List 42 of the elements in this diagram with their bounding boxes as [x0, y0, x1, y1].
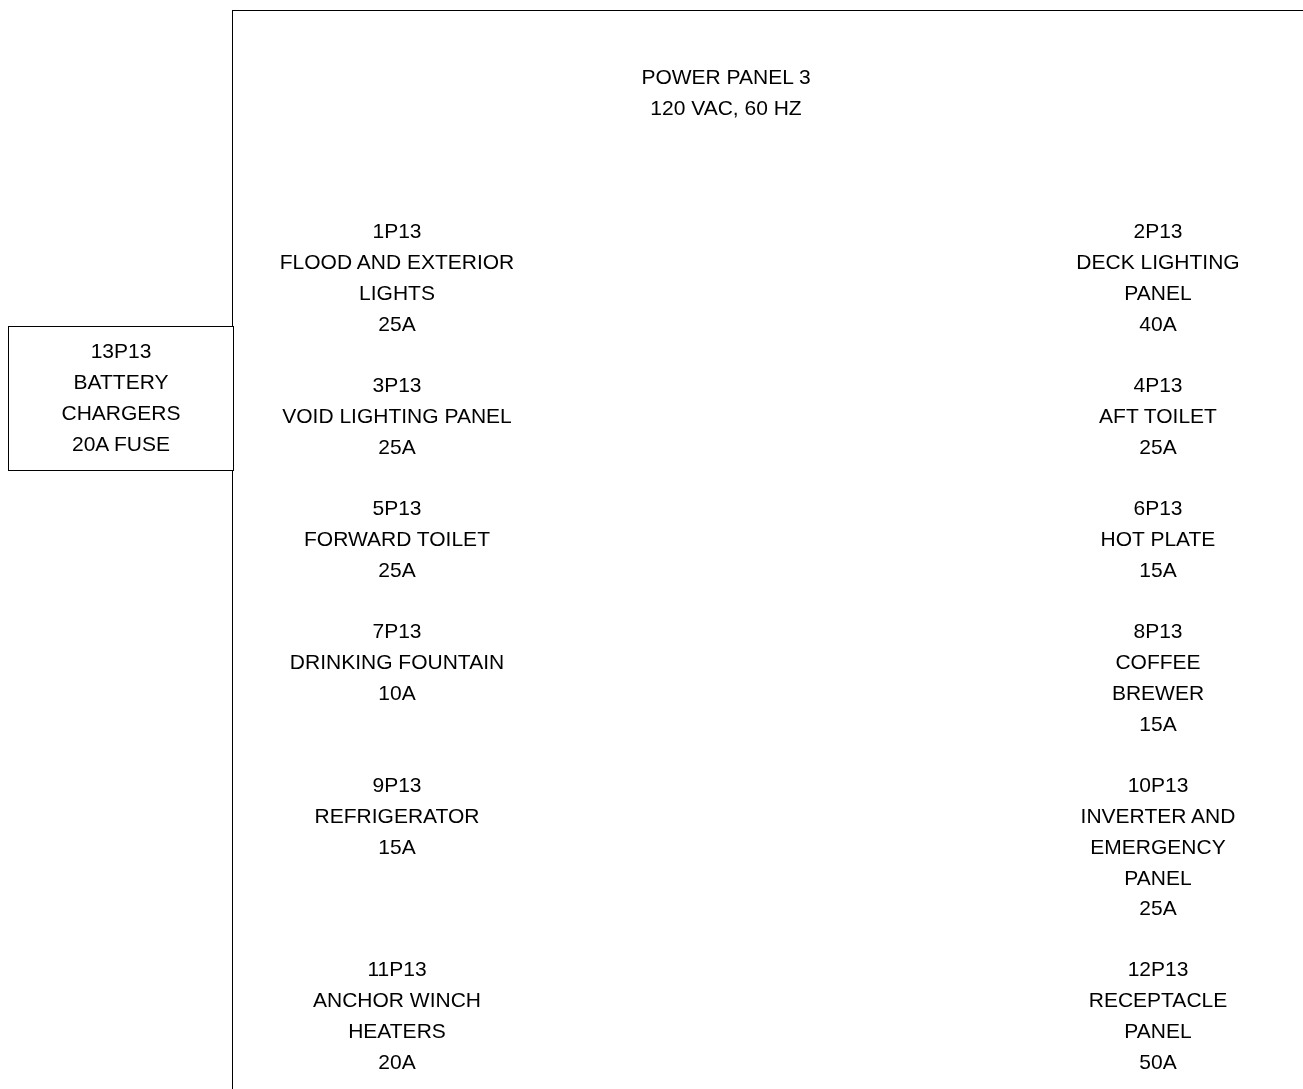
circuit-rating: 25A: [378, 557, 416, 583]
circuit-number: 12P13: [1127, 956, 1189, 982]
circuit-name: RECEPTACLE PANEL: [1087, 987, 1229, 1044]
circuit-name: BATTERY CHARGERS: [60, 369, 182, 426]
circuit-name: COFFEE BREWER: [1110, 649, 1206, 706]
circuit-rating: 15A: [1139, 557, 1177, 583]
circuit-rating: 15A: [1139, 711, 1177, 737]
panel-title: POWER PANEL 3: [640, 64, 812, 90]
circuit-name: VOID LIGHTING PANEL: [282, 403, 512, 429]
circuit-name: AFT TOILET: [1099, 403, 1217, 429]
circuit-rating: 20A FUSE: [71, 431, 171, 457]
circuit-number: 11P13: [367, 956, 427, 982]
circuit-name: ANCHOR WINCH HEATERS: [312, 987, 482, 1044]
circuit-number: 4P13: [1133, 372, 1183, 398]
circuit-rating: 50A: [1139, 1049, 1177, 1075]
circuit-name: DRINKING FOUNTAIN: [289, 649, 505, 675]
circuit-box: [8, 326, 234, 471]
circuit-number: 8P13: [1133, 618, 1183, 644]
circuit-rating: 15A: [378, 834, 416, 860]
circuit-rating: 40A: [1139, 311, 1177, 337]
circuit-rating: 25A: [378, 311, 416, 337]
circuit-number: 10P13: [1127, 772, 1189, 798]
circuit-number: 3P13: [372, 372, 422, 398]
circuit-number: 9P13: [372, 772, 422, 798]
circuit-number: 2P13: [1133, 218, 1183, 244]
circuit-rating: 25A: [1139, 434, 1177, 460]
circuit-rating: 25A: [1139, 895, 1177, 921]
circuit-number: 5P13: [372, 495, 422, 521]
circuit-name: REFRIGERATOR: [314, 803, 480, 829]
circuit-number: 7P13: [372, 618, 422, 644]
circuit-rating: 20A: [378, 1049, 416, 1075]
circuit-number: 1P13: [372, 218, 422, 244]
circuit-number: 13P13: [90, 338, 152, 364]
circuit-rating: 25A: [378, 434, 416, 460]
circuit-rating: 10A: [378, 680, 416, 706]
circuit-name: FLOOD AND EXTERIOR LIGHTS: [279, 249, 515, 306]
circuit-name: DECK LIGHTING PANEL: [1075, 249, 1241, 306]
circuit-name: FORWARD TOILET: [304, 526, 490, 552]
circuit-name: HOT PLATE: [1100, 526, 1216, 552]
circuit-number: 6P13: [1133, 495, 1183, 521]
circuit-name: INVERTER AND EMERGENCY PANEL: [1079, 803, 1237, 891]
panel-rating: 120 VAC, 60 HZ: [649, 95, 803, 121]
